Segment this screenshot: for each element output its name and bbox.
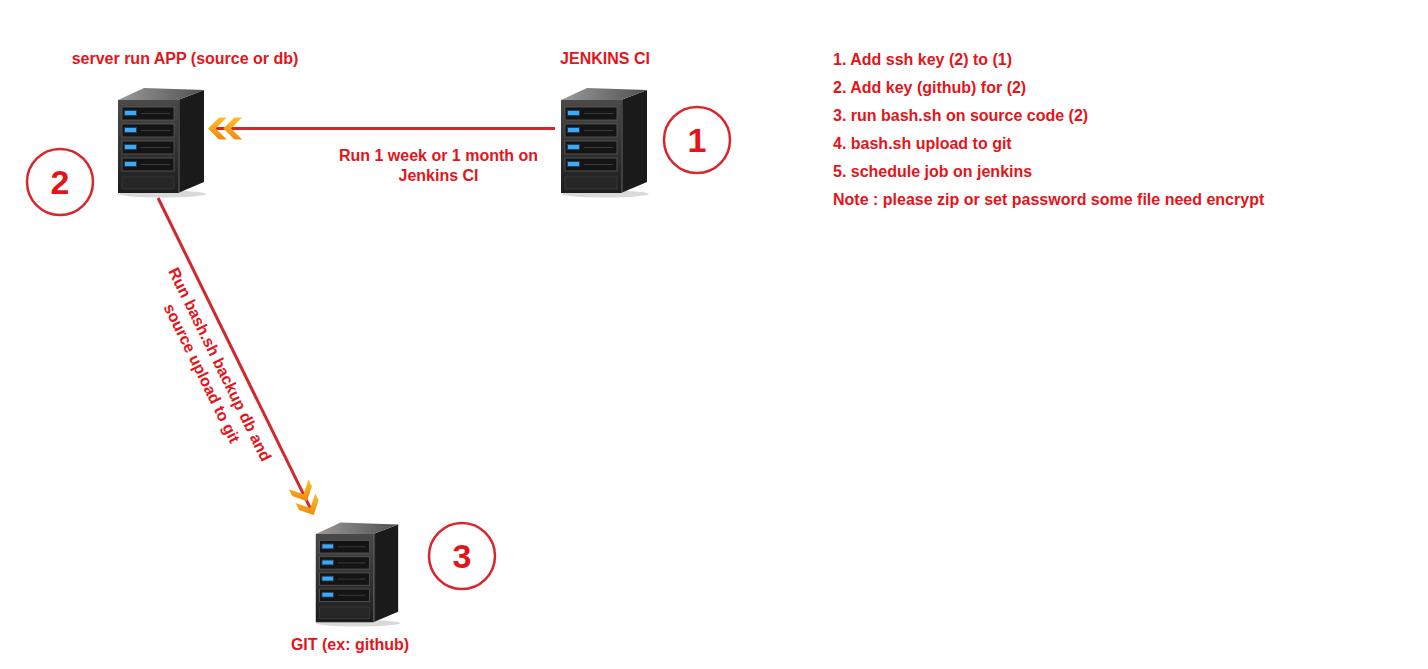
note-text: 2. Add key (github) for (2) [833, 78, 1026, 98]
server-label: GIT (ex: github) [291, 635, 409, 655]
edge-label: Run bash.sh backup db and source upload … [145, 264, 276, 475]
note-text: Note : please zip or set password some f… [833, 190, 1264, 210]
callout-number: 3 [432, 536, 492, 576]
note-text: 4. bash.sh upload to git [833, 134, 1012, 154]
server-node: JENKINS CI [555, 80, 651, 198]
server-icon [112, 80, 208, 198]
arrow-head [289, 480, 312, 502]
note-text: 1. Add ssh key (2) to (1) [833, 50, 1012, 70]
server-icon [555, 80, 651, 198]
edge-label: Run 1 week or 1 month on Jenkins CI [331, 146, 546, 186]
callout-circle [664, 107, 730, 173]
server-label: JENKINS CI [560, 49, 650, 69]
note-text: 5. schedule job on jenkins [833, 162, 1032, 182]
server-node: server run APP (source or db) [112, 80, 208, 198]
callout-number: 1 [667, 120, 727, 160]
callout-circle [27, 149, 93, 215]
connector-line [216, 127, 555, 130]
server-node: GIT (ex: github) [310, 515, 402, 627]
server-label: server run APP (source or db) [72, 49, 299, 69]
note-text: 3. run bash.sh on source code (2) [833, 106, 1088, 126]
server-icon [310, 515, 402, 627]
connector-arrow [208, 117, 555, 139]
callout-circle [429, 523, 495, 589]
arrow-head [223, 117, 242, 139]
callout-number: 2 [30, 162, 90, 202]
